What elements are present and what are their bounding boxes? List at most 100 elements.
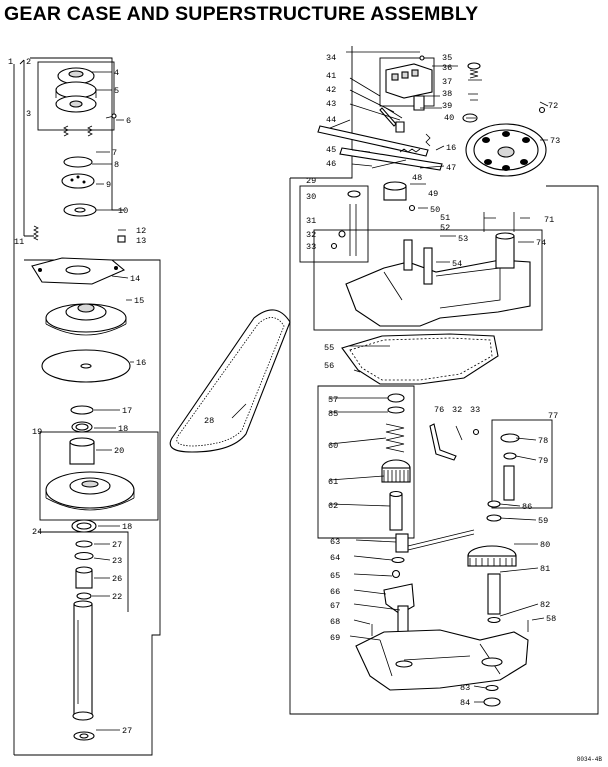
drive-belt xyxy=(169,309,291,453)
callout-41: 41 xyxy=(326,71,336,81)
callout-32: 32 xyxy=(306,230,316,240)
callout-19: 19 xyxy=(32,427,42,437)
callout-66: 66 xyxy=(330,587,340,597)
callout-13: 13 xyxy=(136,236,146,246)
callout-60: 60 xyxy=(328,441,338,451)
part-42-bracket xyxy=(395,121,405,133)
callout-78: 78 xyxy=(538,436,548,446)
callout-58: 58 xyxy=(546,614,556,624)
callout-26: 26 xyxy=(112,574,122,584)
part-16-spring xyxy=(425,133,431,147)
callout-82: 82 xyxy=(540,600,550,610)
callout-32-right: 32 xyxy=(452,405,462,415)
callout-69: 69 xyxy=(330,633,340,643)
callout-59: 59 xyxy=(538,516,548,526)
callout-81: 81 xyxy=(540,564,550,574)
callout-29: 29 xyxy=(306,176,316,186)
callout-27-bottom: 27 xyxy=(122,726,132,736)
callout-12: 12 xyxy=(136,226,146,236)
callout-85: 85 xyxy=(328,409,338,419)
callout-8: 8 xyxy=(114,160,119,170)
part-24-drive-shaft xyxy=(73,603,93,717)
part-33-clip-right xyxy=(472,428,480,436)
group-3-box xyxy=(37,61,115,131)
part-63-shift-rod xyxy=(395,533,409,553)
group-77-box xyxy=(491,419,553,509)
callout-77: 77 xyxy=(548,411,558,421)
callout-37: 37 xyxy=(442,77,452,87)
callout-10: 10 xyxy=(118,206,128,216)
callout-62: 62 xyxy=(328,501,338,511)
callout-45: 45 xyxy=(326,145,336,155)
part-8-ring xyxy=(63,156,93,168)
callout-labels: 1 2 3 4 5 6 7 8 9 10 11 12 13 14 15 16 1… xyxy=(8,53,560,736)
part-32-pin xyxy=(338,230,346,238)
callout-2: 2 xyxy=(26,57,31,67)
callout-50: 50 xyxy=(430,205,440,215)
callout-76: 76 xyxy=(434,405,444,415)
part-55-gasket xyxy=(341,333,499,385)
callout-24: 24 xyxy=(32,527,42,537)
callout-80: 80 xyxy=(540,540,550,550)
part-33-clip xyxy=(330,242,338,250)
callout-3: 3 xyxy=(26,109,31,119)
callout-33-right: 33 xyxy=(470,405,480,415)
part-46-rod xyxy=(371,159,407,169)
callout-leader-lines xyxy=(92,51,549,731)
right-assembly-outline xyxy=(289,46,599,715)
group-52-box xyxy=(313,229,543,331)
part-54-post xyxy=(423,247,433,285)
part-44-link-bar xyxy=(317,125,429,157)
callout-49: 49 xyxy=(428,189,438,199)
callout-15: 15 xyxy=(134,296,144,306)
part-74-bushing xyxy=(495,235,515,269)
part-53-post xyxy=(403,239,413,271)
part-72-screw xyxy=(538,106,546,114)
callout-28: 28 xyxy=(204,416,214,426)
callout-16: 16 xyxy=(136,358,146,368)
callout-52: 52 xyxy=(440,223,450,233)
callout-57: 57 xyxy=(328,395,338,405)
callout-30: 30 xyxy=(306,192,316,202)
callout-6: 6 xyxy=(126,116,131,126)
part-86-washer xyxy=(487,500,501,508)
callout-4: 4 xyxy=(114,68,119,78)
part-60-spring xyxy=(385,423,405,453)
callout-47: 47 xyxy=(446,163,456,173)
group-29-box xyxy=(299,185,369,263)
callout-53: 53 xyxy=(458,234,468,244)
callout-73: 73 xyxy=(550,136,560,146)
part-77-shaft xyxy=(503,465,515,501)
callout-23: 23 xyxy=(112,556,122,566)
callout-9: 9 xyxy=(106,180,111,190)
callout-48: 48 xyxy=(412,173,422,183)
part-69-gear-case xyxy=(355,629,529,691)
part-17-washer xyxy=(70,405,94,415)
part-36-cap xyxy=(467,62,481,70)
part-22-collar xyxy=(76,592,92,600)
callout-20: 20 xyxy=(114,446,124,456)
left-inner-bracket xyxy=(30,57,124,211)
callout-5: 5 xyxy=(114,86,119,96)
callout-1: 1 xyxy=(8,57,13,67)
left-column-assembly xyxy=(13,57,161,756)
part-35-switch-block xyxy=(385,63,433,99)
left-column-outline xyxy=(13,59,161,756)
callout-40: 40 xyxy=(444,113,454,123)
callout-67: 67 xyxy=(330,601,340,611)
part-62-shaft xyxy=(389,493,403,531)
callout-31: 31 xyxy=(306,216,316,226)
callout-18-lower: 18 xyxy=(122,522,132,532)
diagram-title: GEAR CASE AND SUPERSTRUCTURE ASSEMBLY xyxy=(4,3,479,25)
part-76-lever xyxy=(429,423,457,461)
part-28-belt xyxy=(169,309,291,453)
callout-38: 38 xyxy=(442,89,452,99)
callout-18: 18 xyxy=(118,424,128,434)
part-65-ball xyxy=(391,569,401,579)
part-27-washer xyxy=(75,540,93,548)
part-50-screw xyxy=(408,204,416,212)
part-35-screw xyxy=(419,55,425,61)
drawing-code: 8034-4B xyxy=(576,756,602,763)
part-9-clutch-disc xyxy=(61,173,95,189)
